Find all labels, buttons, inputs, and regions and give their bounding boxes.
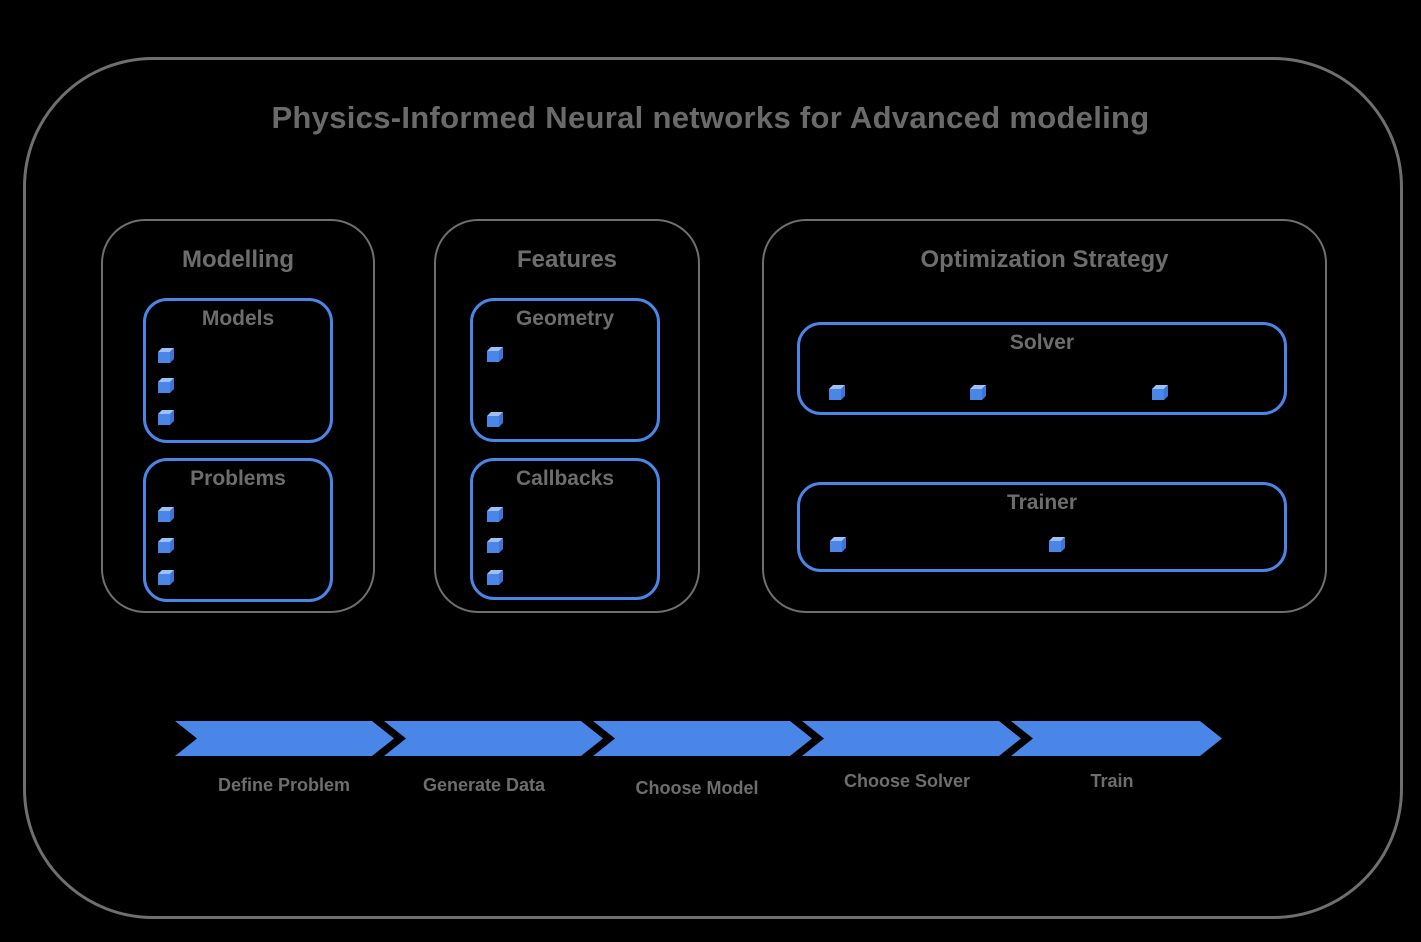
group-title: Solver (1009, 331, 1075, 354)
group-title: Models (201, 307, 275, 330)
cube-icon (1152, 385, 1168, 400)
flow-arrow-segment (802, 721, 1021, 756)
flow-step-label: Choose Model (635, 778, 759, 798)
section-features: Features (434, 219, 700, 613)
group-title: Problems (190, 467, 286, 490)
group-title: Geometry (515, 307, 615, 330)
flow-arrow-segment (1011, 721, 1222, 756)
cube-icon (158, 410, 174, 425)
flow-step-label: Train (1090, 771, 1134, 791)
group-models: Models (143, 298, 333, 443)
cube-icon (829, 385, 845, 400)
section-title: Optimization Strategy (920, 246, 1169, 273)
flow-step-label: Define Problem (217, 775, 351, 795)
section-modelling: Modelling (101, 219, 375, 613)
section-title: Modelling (182, 246, 294, 273)
cube-icon (970, 385, 986, 400)
flow-arrow-segment (384, 721, 603, 756)
group-title: Trainer (1006, 491, 1078, 514)
cube-icon (158, 348, 174, 363)
cube-icon (158, 538, 174, 553)
cube-icon (487, 570, 503, 585)
flow-step-label: Generate Data (422, 775, 546, 795)
cube-icon (158, 507, 174, 522)
group-callbacks: Callbacks (470, 458, 660, 600)
flow-step-label: Choose Solver (843, 771, 971, 791)
outer-container (23, 57, 1403, 919)
cube-icon (158, 378, 174, 393)
cube-icon (830, 537, 846, 552)
group-solver: Solver (797, 322, 1287, 415)
group-problems: Problems (143, 458, 333, 602)
group-title: Callbacks (515, 467, 615, 490)
cube-icon (487, 347, 503, 362)
flow-arrow-segment (593, 721, 812, 756)
cube-icon (487, 538, 503, 553)
cube-icon (487, 507, 503, 522)
section-title: Features (516, 246, 618, 273)
diagram-title: Physics-Informed Neural networks for Adv… (271, 100, 1150, 135)
cube-icon (158, 570, 174, 585)
flow-arrow-segment (175, 721, 394, 756)
section-optimization-strategy: Optimization Strategy (762, 219, 1327, 613)
cube-icon (487, 412, 503, 427)
group-trainer: Trainer (797, 482, 1287, 572)
group-geometry: Geometry (470, 298, 660, 442)
cube-icon (1049, 537, 1065, 552)
